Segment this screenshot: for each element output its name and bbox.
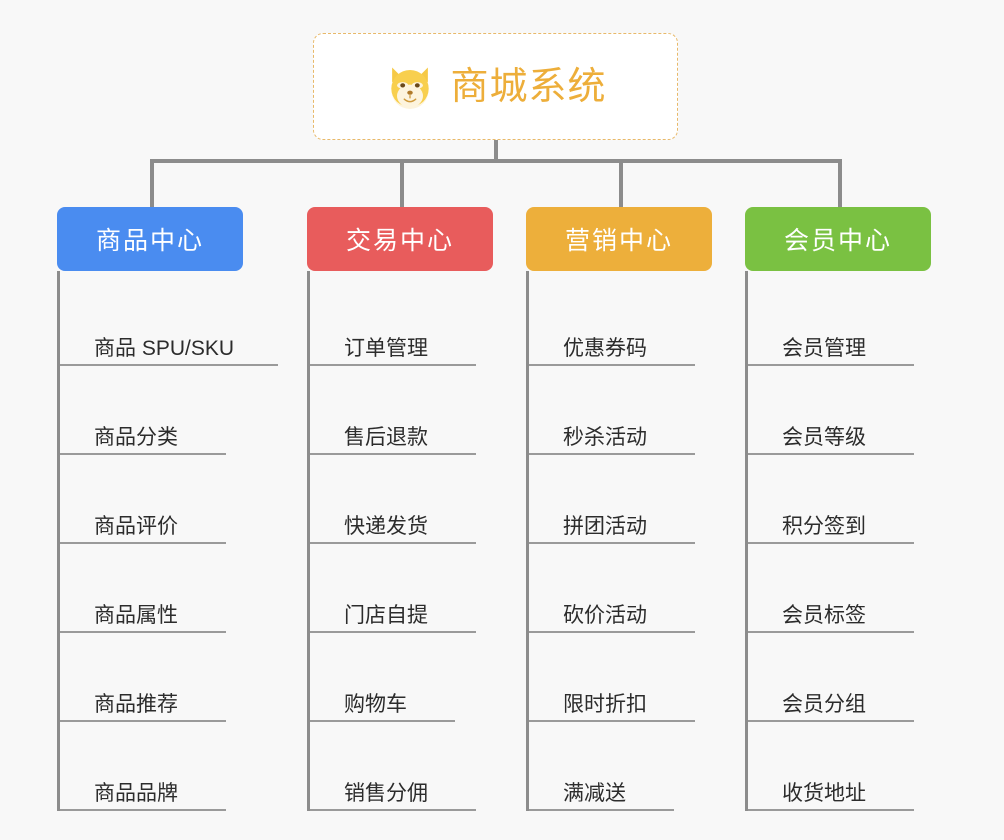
branch-column-2: 交易中心 订单管理 售后退款 快递发货 门店自提 购物车: [307, 207, 493, 811]
list-item-label: 商品属性: [94, 603, 178, 627]
list-item-label: 商品推荐: [94, 692, 178, 716]
list-item-underline: [310, 453, 476, 455]
list-item-underline: [529, 809, 674, 811]
list-item[interactable]: 门店自提: [310, 544, 493, 633]
list-item[interactable]: 限时折扣: [529, 633, 712, 722]
list-item-label: 限时折扣: [563, 692, 647, 716]
list-item[interactable]: 收货地址: [748, 722, 931, 811]
list-item[interactable]: 商品属性: [60, 544, 243, 633]
list-item[interactable]: 商品推荐: [60, 633, 243, 722]
branch-header-label: 商品中心: [95, 227, 204, 255]
root-title: 商城系统: [450, 65, 607, 108]
list-item[interactable]: 会员分组: [748, 633, 931, 722]
list-item-label: 门店自提: [344, 603, 428, 627]
list-item-underline: [529, 542, 695, 544]
list-item-underline: [60, 809, 226, 811]
list-item[interactable]: 商品 SPU/SKU: [60, 277, 278, 366]
branch-item-list-4: 会员管理 会员等级 积分签到 会员标签 会员分组 收货地址: [745, 271, 931, 811]
list-item-underline: [748, 364, 914, 366]
list-item-underline: [60, 364, 278, 366]
list-item[interactable]: 满减送: [529, 722, 712, 811]
list-item-underline: [529, 364, 695, 366]
list-item[interactable]: 拼团活动: [529, 455, 712, 544]
branch-header-1[interactable]: 商品中心: [57, 207, 243, 271]
list-item-label: 订单管理: [344, 336, 428, 360]
list-item-label: 秒杀活动: [563, 425, 647, 449]
list-item-underline: [310, 809, 476, 811]
list-item-underline: [748, 453, 914, 455]
list-item-underline: [748, 720, 914, 722]
list-item[interactable]: 秒杀活动: [529, 366, 712, 455]
branch-column-1: 商品中心 商品 SPU/SKU 商品分类 商品评价 商品属性 商品推荐: [57, 207, 278, 811]
list-item-underline: [60, 542, 226, 544]
list-item[interactable]: 商品分类: [60, 366, 243, 455]
branch-header-4[interactable]: 会员中心: [745, 207, 931, 271]
list-item-underline: [529, 453, 695, 455]
branch-column-3: 营销中心 优惠券码 秒杀活动 拼团活动 砍价活动 限时折扣: [526, 207, 712, 811]
list-item-underline: [60, 720, 226, 722]
list-item-label: 销售分佣: [344, 781, 428, 805]
list-item[interactable]: 购物车: [310, 633, 493, 722]
list-item-label: 售后退款: [344, 425, 428, 449]
branch-header-3[interactable]: 营销中心: [526, 207, 712, 271]
connector-horizontal-bus: [150, 159, 840, 163]
list-item-label: 拼团活动: [563, 514, 647, 538]
list-item-label: 商品评价: [94, 514, 178, 538]
list-item-label: 购物车: [344, 692, 407, 716]
list-item-underline: [529, 631, 695, 633]
list-item-underline: [310, 720, 455, 722]
shiba-dog-icon: [391, 67, 430, 109]
list-item-underline: [748, 631, 914, 633]
list-item-label: 会员管理: [782, 336, 866, 360]
list-item-underline: [310, 364, 476, 366]
list-item-label: 快递发货: [344, 514, 428, 538]
list-item[interactable]: 商品评价: [60, 455, 243, 544]
branch-item-list-1: 商品 SPU/SKU 商品分类 商品评价 商品属性 商品推荐 商品品牌: [57, 271, 278, 811]
list-item[interactable]: 砍价活动: [529, 544, 712, 633]
connector-drop-1: [150, 159, 154, 207]
branch-header-label: 会员中心: [783, 227, 892, 255]
connector-drop-2: [400, 159, 404, 207]
branch-item-list-3: 优惠券码 秒杀活动 拼团活动 砍价活动 限时折扣 满减送: [526, 271, 712, 811]
list-item-label: 会员标签: [782, 603, 866, 627]
root-node[interactable]: 商城系统: [313, 33, 678, 140]
branch-header-label: 交易中心: [345, 227, 454, 255]
list-item-underline: [310, 631, 476, 633]
list-item[interactable]: 会员管理: [748, 277, 931, 366]
list-item[interactable]: 订单管理: [310, 277, 493, 366]
list-item-label: 满减送: [563, 781, 626, 805]
connector-drop-4: [838, 159, 842, 207]
list-item[interactable]: 售后退款: [310, 366, 493, 455]
connector-drop-3: [619, 159, 623, 207]
list-item-label: 会员分组: [782, 692, 866, 716]
list-item[interactable]: 销售分佣: [310, 722, 493, 811]
list-item-underline: [60, 631, 226, 633]
list-item-underline: [310, 542, 476, 544]
list-item[interactable]: 快递发货: [310, 455, 493, 544]
list-item[interactable]: 会员等级: [748, 366, 931, 455]
list-item-underline: [60, 453, 226, 455]
list-item[interactable]: 商品品牌: [60, 722, 243, 811]
list-item-label: 砍价活动: [563, 603, 647, 627]
list-item[interactable]: 积分签到: [748, 455, 931, 544]
list-item[interactable]: 会员标签: [748, 544, 931, 633]
list-item-label: 商品品牌: [94, 781, 178, 805]
branch-column-4: 会员中心 会员管理 会员等级 积分签到 会员标签 会员分组: [745, 207, 931, 811]
branch-item-list-2: 订单管理 售后退款 快递发货 门店自提 购物车 销售分佣: [307, 271, 493, 811]
list-item-label: 会员等级: [782, 425, 866, 449]
list-item-underline: [529, 720, 695, 722]
connector-root-stem: [494, 140, 498, 163]
branch-header-2[interactable]: 交易中心: [307, 207, 493, 271]
list-item[interactable]: 优惠券码: [529, 277, 712, 366]
list-item-label: 优惠券码: [563, 336, 647, 360]
list-item-underline: [748, 542, 914, 544]
list-item-label: 收货地址: [782, 781, 866, 805]
list-item-underline: [748, 809, 914, 811]
list-item-label: 商品分类: [94, 425, 178, 449]
branch-header-label: 营销中心: [564, 227, 673, 255]
list-item-label: 积分签到: [782, 514, 866, 538]
list-item-label: 商品 SPU/SKU: [94, 336, 235, 360]
